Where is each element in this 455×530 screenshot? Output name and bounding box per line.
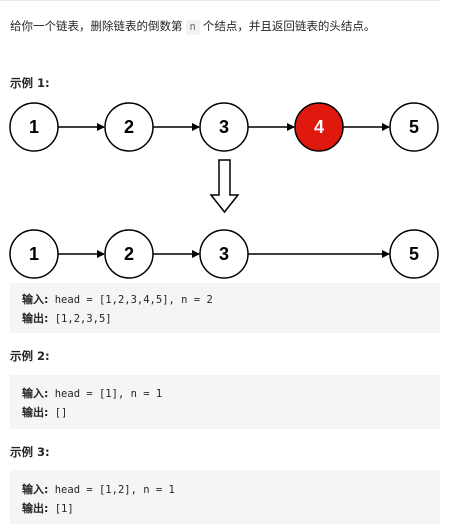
- example-3-output: 输出: [1]: [22, 500, 74, 516]
- example-2-output-value: []: [54, 407, 68, 419]
- top-node-1: 1: [9, 102, 59, 152]
- example-3-output-value: [1]: [54, 503, 74, 515]
- top-node-5-label: 5: [409, 117, 419, 137]
- top-node-2: 2: [104, 102, 154, 152]
- bottom-node-3-label: 3: [219, 244, 229, 264]
- bottom-node-2: 2: [104, 229, 154, 279]
- top-node-1-label: 1: [29, 117, 39, 137]
- example-2-input-value: head = [1], n = 1: [54, 388, 163, 400]
- inline-code-n: n: [185, 20, 200, 35]
- bottom-node-5-label: 5: [409, 244, 419, 264]
- example-1-title: 示例 1:: [10, 76, 50, 90]
- example-3-box: 输入: head = [1,2], n = 1 输出: [1]: [10, 470, 440, 524]
- example-3-title: 示例 3:: [10, 445, 50, 459]
- example-2-output: 输出: []: [22, 404, 67, 420]
- example-2-title: 示例 2:: [10, 349, 50, 363]
- bottom-node-1-label: 1: [29, 244, 39, 264]
- example-1-box: 输入: head = [1,2,3,4,5], n = 2 输出: [1,2,3…: [10, 283, 440, 333]
- top-node-3: 3: [199, 102, 249, 152]
- top-node-4-label: 4: [314, 117, 324, 137]
- example-2-output-label: 输出:: [22, 406, 49, 419]
- example-1-output-value: [1,2,3,5]: [54, 313, 112, 325]
- example-1-input-label: 输入:: [22, 293, 49, 306]
- bottom-node-5: 5: [389, 229, 439, 279]
- bottom-node-3: 3: [199, 229, 249, 279]
- example-2-input-label: 输入:: [22, 387, 49, 400]
- down-arrow-icon: [209, 159, 240, 214]
- bottom-node-1: 1: [9, 229, 59, 279]
- bottom-node-2-label: 2: [124, 244, 134, 264]
- example-3-output-label: 输出:: [22, 502, 49, 515]
- example-1-input: 输入: head = [1,2,3,4,5], n = 2: [22, 291, 213, 307]
- example-2-box: 输入: head = [1], n = 1 输出: []: [10, 375, 440, 429]
- example-1-input-value: head = [1,2,3,4,5], n = 2: [54, 294, 213, 306]
- top-node-4-removed: 4: [294, 102, 344, 152]
- top-node-2-label: 2: [124, 117, 134, 137]
- description-text-end: 个结点，并且返回链表的头结点。: [202, 19, 376, 33]
- example-1-output-label: 输出:: [22, 312, 49, 325]
- example-3-input-label: 输入:: [22, 483, 49, 496]
- linked-list-diagram: 1 2 3 4 5 1 2 3 5: [9, 102, 439, 279]
- top-node-3-label: 3: [219, 117, 229, 137]
- description-text-start: 给你一个链表，删除链表的倒数第: [10, 19, 183, 33]
- example-2-input: 输入: head = [1], n = 1: [22, 385, 162, 401]
- top-divider: [0, 0, 440, 1]
- example-1-output: 输出: [1,2,3,5]: [22, 310, 112, 326]
- top-node-5: 5: [389, 102, 439, 152]
- example-3-input-value: head = [1,2], n = 1: [54, 484, 175, 496]
- example-3-input: 输入: head = [1,2], n = 1: [22, 481, 175, 497]
